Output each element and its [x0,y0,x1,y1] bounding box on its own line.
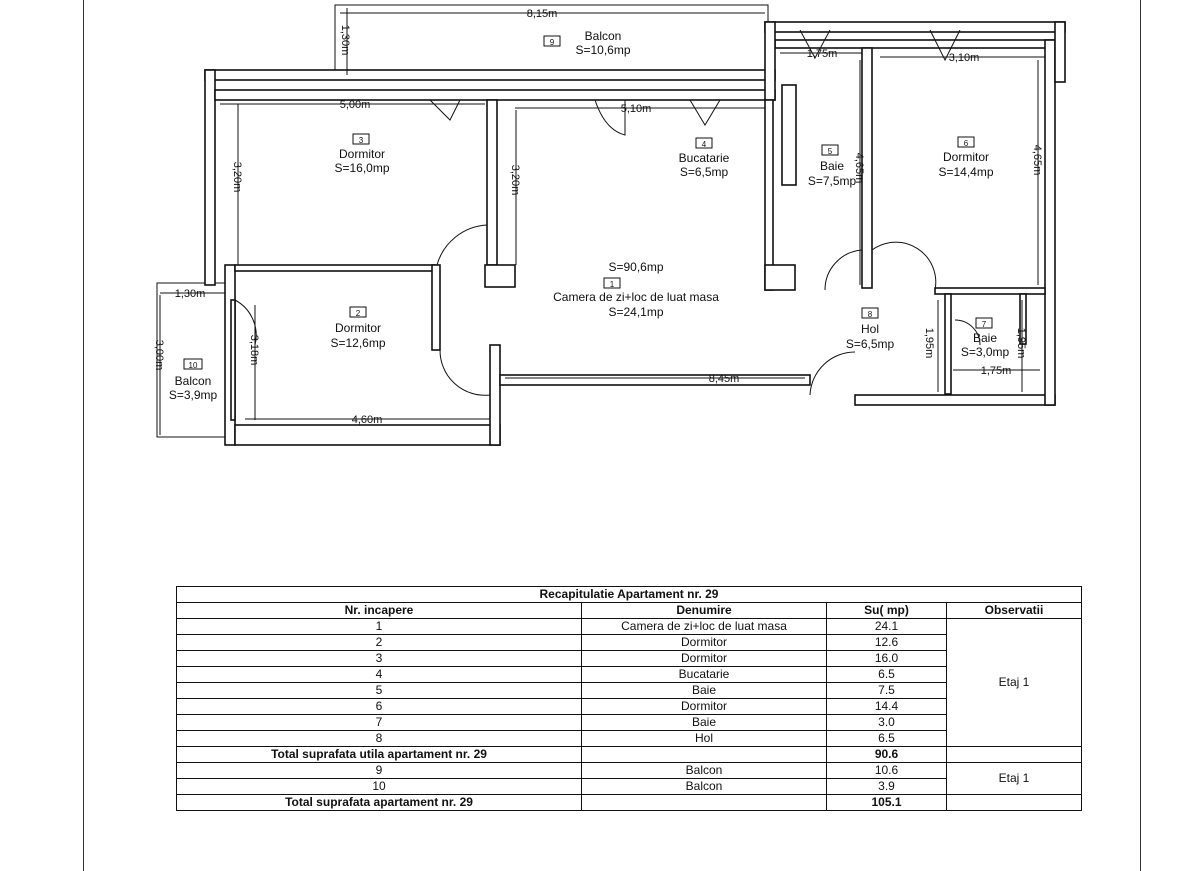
dim-bath7-width: 1,75m [981,365,1012,377]
summary-table: Recapitulatie Apartament nr. 29 Nr. inca… [176,586,1082,811]
svg-text:Bucatarie: Bucatarie [679,151,730,165]
room-label-1: S=90,6mp 1 Camera de zi+loc de luat masa… [553,260,719,319]
floor-plan: 8,15m 1,30m 5,00m 5,10m 3,20m 3,20m 1,75… [153,4,1066,446]
dim-bath5-width: 1,75m [807,48,838,60]
svg-text:S=16,0mp: S=16,0mp [334,161,389,175]
dim-room3-width: 5,00m [340,99,371,111]
dim-balcony-depth: 1,30m [339,25,351,56]
table-title: Recapitulatie Apartament nr. 29 [176,586,1082,603]
svg-text:S=7,5mp: S=7,5mp [808,174,857,188]
svg-text:Balcon: Balcon [585,29,622,43]
svg-text:Dormitor: Dormitor [335,321,381,335]
dim-balcony10-depth: 3,00m [153,340,165,371]
room-label-8: 8 Hol S=6,5mp [846,307,895,351]
dim-kitchen-width: 5,10m [621,103,652,115]
svg-text:Baie: Baie [820,159,844,173]
dim-room1-depth: 3,20m [509,165,521,196]
svg-text:1: 1 [610,280,615,289]
dim-balcony-width: 8,15m [527,8,558,20]
svg-text:Baie: Baie [973,331,997,345]
room-label-6: 6 Dormitor S=14,4mp [938,136,994,179]
dimension-lines [159,8,1045,435]
svg-text:Dormitor: Dormitor [339,147,385,161]
dim-hall-depth: 1,95m [923,328,935,359]
table-header-row: Nr. incapere Denumire Su( mp) Observatii [176,602,1082,619]
outer-walls [204,21,1066,446]
room-label-3: 3 Dormitor S=16,0mp [334,133,390,175]
door-swings [234,29,981,396]
svg-text:Hol: Hol [861,322,879,336]
observation-cell: Etaj 1 [946,618,1082,747]
dim-room2-width: 4,60m [352,414,383,426]
dim-room6-width: 3,10m [949,52,980,64]
svg-text:5: 5 [828,147,833,156]
svg-text:Balcon: Balcon [175,374,212,388]
svg-text:S=10,6mp: S=10,6mp [575,43,630,57]
room-label-9: 9 Balcon S=10,6mp [543,29,631,57]
svg-text:S=6,5mp: S=6,5mp [846,337,895,351]
svg-text:S=12,6mp: S=12,6mp [330,336,385,350]
dim-living-width: 8,45m [709,373,740,385]
room-label-7: 7 Baie S=3,0mp [961,317,1010,359]
dim-room3-depth: 3,20m [231,162,243,193]
dim-room2-depth: 3,18m [248,335,260,366]
room-label-10: 10 Balcon S=3,9mp [169,358,218,402]
room-label-4: 4 Bucatarie S=6,5mp [679,137,730,179]
svg-text:3: 3 [359,136,364,145]
svg-text:S=14,4mp: S=14,4mp [938,165,993,179]
dim-bath7-depth: 1,95m [1015,328,1027,359]
observation-cell: Etaj 1 [946,762,1082,795]
svg-text:2: 2 [356,309,361,318]
svg-text:Camera de zi+loc de luat masa: Camera de zi+loc de luat masa [553,290,719,304]
interior-walls [230,47,1046,421]
room-label-2: 2 Dormitor S=12,6mp [330,306,386,350]
svg-text:S=3,0mp: S=3,0mp [961,345,1010,359]
page-edge-right [1140,0,1141,871]
svg-text:7: 7 [982,320,987,329]
svg-text:S=24,1mp: S=24,1mp [608,305,663,319]
dim-room6-depth: 4,65m [1031,145,1043,176]
svg-text:9: 9 [550,38,555,47]
page-edge-left [83,0,84,871]
room-label-5: 5 Baie S=7,5mp [808,144,857,188]
svg-text:S=6,5mp: S=6,5mp [680,165,729,179]
dim-bath5-depth: 4,65m [853,153,865,184]
svg-text:S=3,9mp: S=3,9mp [169,388,218,402]
apartment-total-area: S=90,6mp [608,260,663,274]
svg-text:10: 10 [189,361,198,370]
svg-text:Dormitor: Dormitor [943,150,989,164]
svg-text:6: 6 [964,139,969,148]
dim-balcony10-width: 1,30m [175,288,206,300]
svg-text:4: 4 [702,140,707,149]
svg-text:8: 8 [868,310,873,319]
